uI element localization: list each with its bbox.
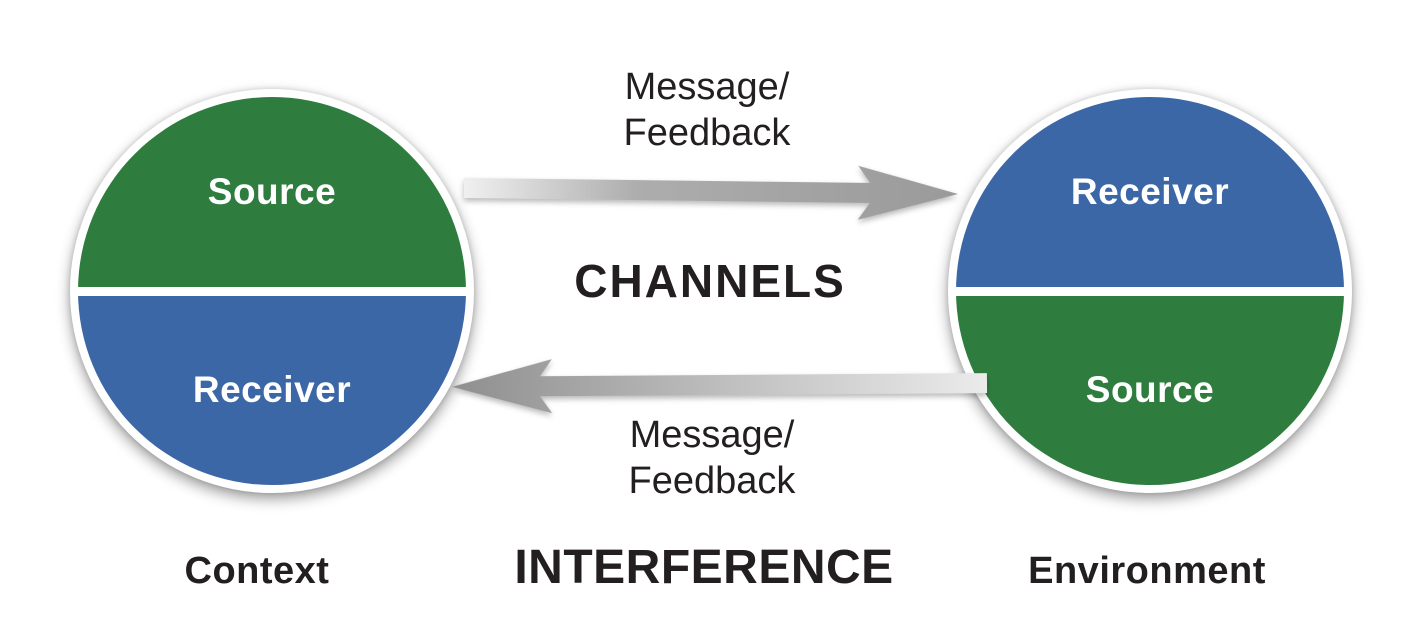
left-circle-bottom-half: Receiver <box>78 295 466 485</box>
right-circle-top-half: Receiver <box>956 97 1344 287</box>
left-circle-inner: Source Receiver <box>78 97 466 485</box>
right-circle-inner: Receiver Source <box>956 97 1344 485</box>
arrow-right-icon <box>463 165 958 220</box>
bottom-arrow-label: Message/ Feedback <box>629 412 796 504</box>
top-arrow-label-line1: Message/ <box>624 66 790 108</box>
context-caption: Context <box>184 550 330 592</box>
right-circle: Receiver Source <box>948 89 1352 493</box>
top-arrow-label-line2: Feedback <box>623 112 791 154</box>
top-arrow-label: Message/ Feedback <box>624 64 791 156</box>
right-circle-bottom-half: Source <box>956 295 1344 485</box>
right-receiver-label: Receiver <box>1070 170 1230 212</box>
channels-label: CHANNELS <box>574 255 846 307</box>
left-circle-top-half: Source <box>78 97 466 287</box>
bottom-arrow-label-line2: Feedback <box>628 460 796 502</box>
left-source-label: Source <box>207 170 337 212</box>
environment-caption: Environment <box>1028 550 1266 592</box>
left-receiver-label: Receiver <box>192 369 352 411</box>
arrow-left-icon <box>452 359 988 414</box>
left-circle: Source Receiver <box>70 89 474 493</box>
right-source-label: Source <box>1085 369 1215 411</box>
interference-label: INTERFERENCE <box>514 541 894 594</box>
bottom-arrow-label-line1: Message/ <box>629 414 795 456</box>
